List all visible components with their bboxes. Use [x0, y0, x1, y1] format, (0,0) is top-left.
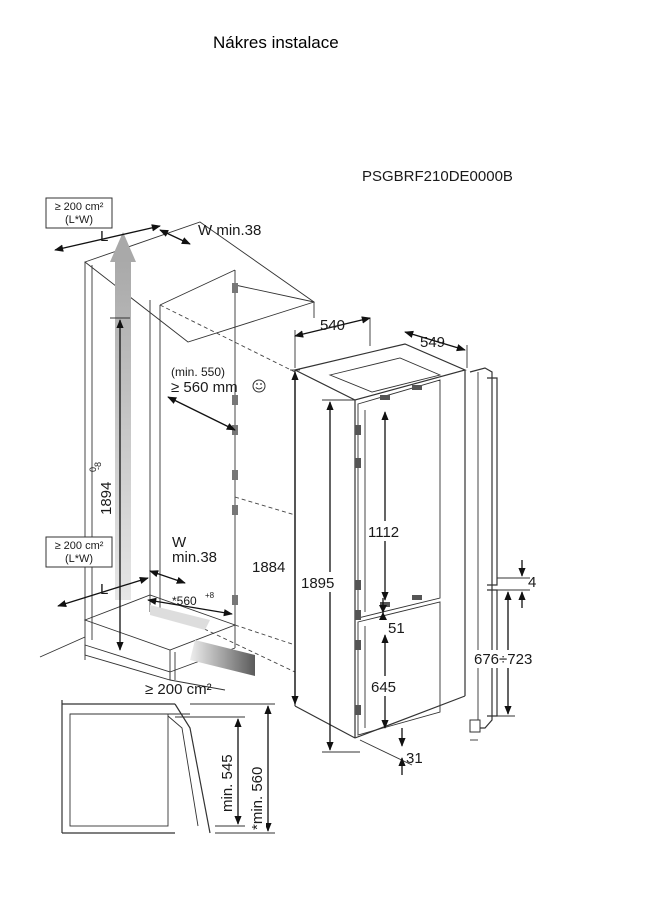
dimension-w-mid-label-2: min.38	[172, 549, 217, 566]
niche-height-tol-minus: -8	[93, 462, 103, 470]
vent-mid-box: ≥ 200 cm² (L*W)	[45, 536, 113, 568]
vent-mid-label-1: ≥ 200 cm²	[55, 540, 104, 552]
dimension-549	[404, 330, 466, 352]
vent-top-label-1: ≥ 200 cm²	[55, 201, 104, 213]
vent-bottom-label: ≥ 200 cm²	[145, 681, 212, 698]
vent-mid-label-2: (L*W)	[65, 553, 93, 565]
fridge-appliance	[293, 343, 467, 739]
dimension-1112-label: 1112	[368, 524, 399, 541]
depth-560-tol: +8	[205, 591, 215, 600]
dimension-4-label: 4	[528, 574, 536, 591]
dimension-645-label: 645	[371, 679, 396, 696]
detail-side-view	[61, 700, 211, 834]
depth-560-label: *560	[172, 594, 197, 608]
dimension-1895-label: 1895	[301, 575, 334, 592]
dimension-676-723-label: 676÷723	[474, 651, 532, 668]
ge-560-label: ≥ 560 mm	[171, 379, 238, 396]
dimension-w-top	[159, 229, 191, 245]
airflow-up-arrow	[110, 232, 136, 600]
dimension-L-top	[54, 224, 161, 252]
niche-height-label: 1894	[98, 482, 115, 515]
model-code: PSGBRF210DE0000B	[362, 168, 513, 185]
min-560-label: *min. 560	[249, 767, 266, 830]
dimension-depth-550	[167, 396, 236, 431]
door-profile	[469, 367, 498, 741]
dimension-549-label: 549	[420, 334, 445, 351]
dimension-depth-560	[147, 597, 233, 617]
dimension-L-top-label: L	[100, 228, 108, 245]
vent-top-box: ≥ 200 cm² (L*W)	[45, 197, 113, 229]
dimension-51-label: 51	[388, 620, 405, 637]
dimension-L-bottom	[57, 576, 149, 608]
dimension-L-bottom-label: L	[100, 581, 108, 598]
dimension-31-label: 31	[406, 750, 423, 767]
vent-top-label-2: (L*W)	[65, 214, 93, 226]
min-550-label: (min. 550)	[171, 365, 225, 379]
smiley-icon	[252, 379, 266, 393]
page-title: Nákres instalace	[213, 33, 339, 52]
min-545-label: min. 545	[219, 754, 236, 812]
dimension-w-mid	[149, 570, 186, 584]
dimension-w-mid-label-1: W	[172, 534, 187, 551]
dimension-540	[294, 316, 371, 338]
dimension-1884-label: 1884	[252, 559, 285, 576]
niche-height-tol-plus: 0	[88, 467, 98, 472]
dimension-540-label: 540	[320, 317, 345, 334]
airflow-bottom-arrow	[150, 605, 255, 676]
dimension-w-top-label: W min.38	[198, 222, 261, 239]
